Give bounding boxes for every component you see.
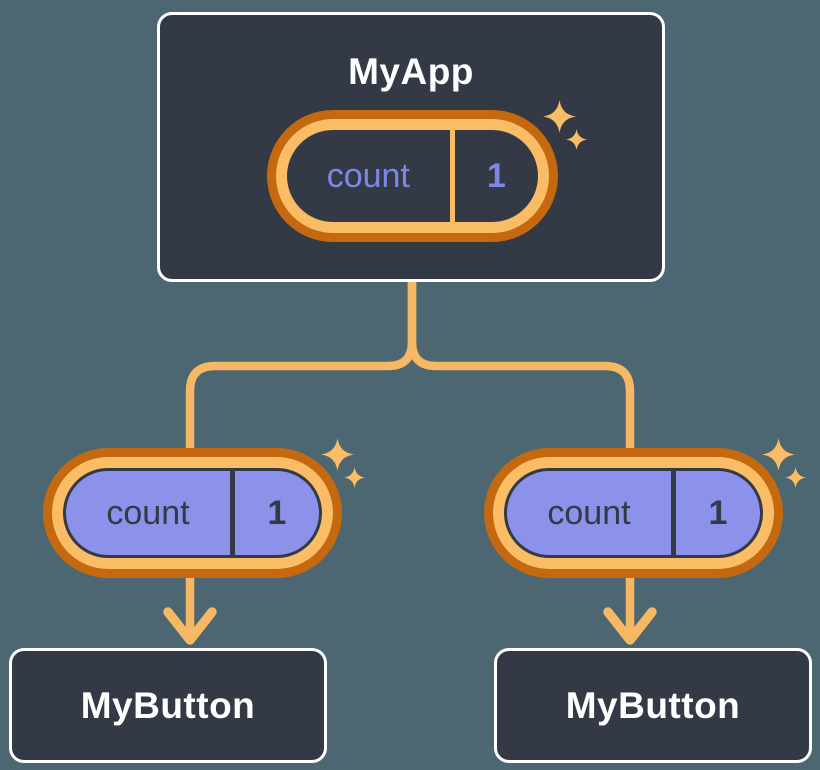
state-pill-body: count 1 (287, 130, 538, 222)
sparkle-icon (762, 438, 807, 489)
prop-pill-ring: count 1 (493, 457, 774, 569)
pill-divider (229, 471, 235, 555)
sparkle-icon (543, 100, 588, 151)
component-label: MyApp (348, 51, 474, 92)
state-name: count (326, 156, 410, 195)
component-label: MyButton (565, 684, 741, 726)
prop-name: count (106, 493, 190, 532)
arrow-down-icon (603, 607, 657, 645)
component-node-mybutton-right: MyButton (494, 648, 812, 763)
prop-pill-right: count 1 (484, 448, 783, 578)
state-pill-ring: count 1 (276, 119, 549, 233)
pill-divider (449, 130, 455, 222)
prop-pill-body: count 1 (504, 468, 763, 558)
prop-pill-left: count 1 (43, 448, 342, 578)
arrow-down-icon (163, 607, 217, 645)
branch-right-line (407, 281, 635, 633)
state-pill: count 1 (267, 110, 558, 242)
prop-pill-ring: count 1 (52, 457, 333, 569)
component-label: MyButton (80, 684, 256, 726)
prop-value: 1 (267, 493, 287, 532)
prop-value: 1 (708, 493, 728, 532)
prop-name: count (547, 493, 631, 532)
pill-divider (670, 471, 676, 555)
prop-pill-body: count 1 (63, 468, 322, 558)
component-node-mybutton-left: MyButton (9, 648, 327, 763)
sparkle-icon (321, 438, 366, 489)
state-value: 1 (486, 156, 506, 195)
